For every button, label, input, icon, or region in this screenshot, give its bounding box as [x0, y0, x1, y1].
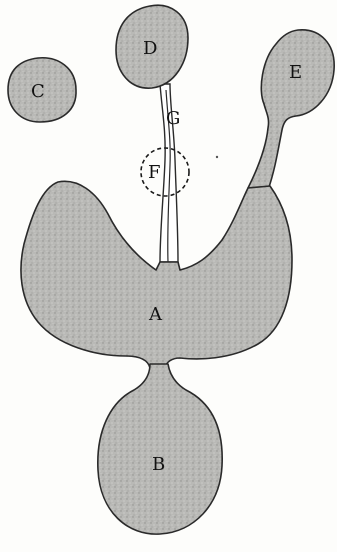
speck [216, 156, 218, 158]
label-a: A [148, 304, 163, 325]
cell-b [98, 364, 222, 534]
label-c: C [31, 81, 45, 102]
label-e: E [289, 62, 302, 83]
label-d: D [143, 38, 157, 59]
label-g: G [166, 108, 180, 129]
label-b: B [152, 454, 165, 475]
cell-a [21, 181, 292, 368]
cell-e [248, 30, 334, 190]
label-f: F [148, 162, 161, 183]
